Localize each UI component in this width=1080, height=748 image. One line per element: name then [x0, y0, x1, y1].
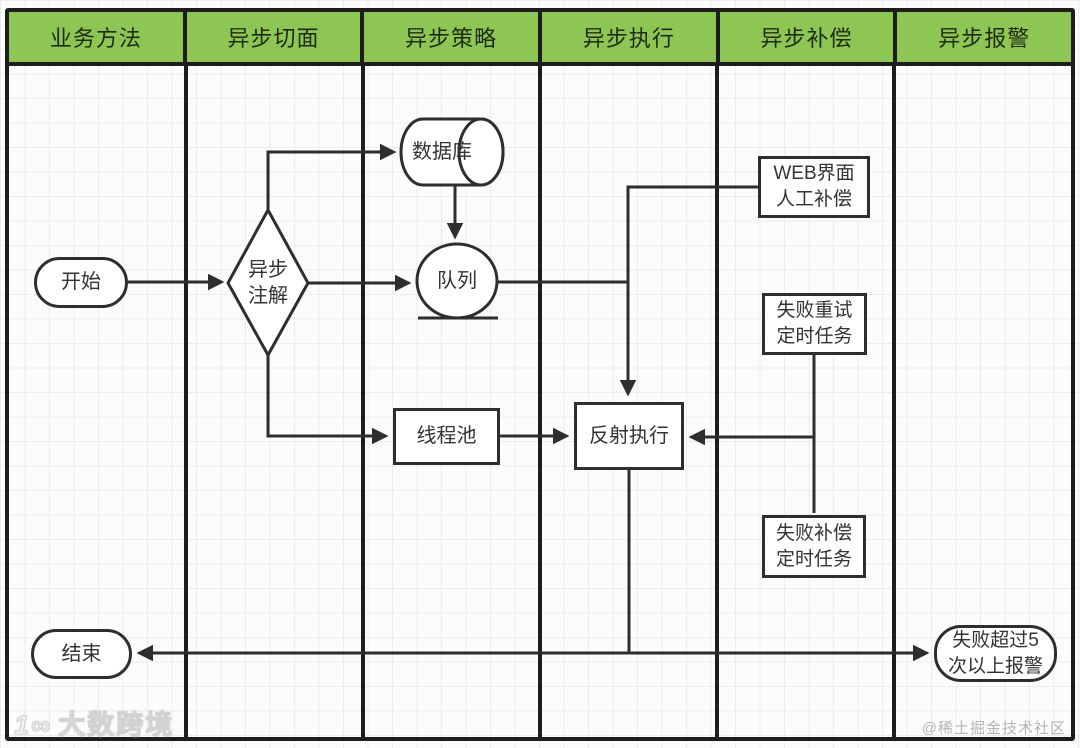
compensate-task-node: 失败补偿 定时任务	[762, 515, 866, 578]
lane-divider-4	[715, 62, 719, 737]
retry-line1: 失败重试	[776, 300, 853, 322]
end-label: 结束	[61, 642, 102, 665]
alert-line1: 失败超过5	[952, 629, 1039, 651]
database-text: 数据库	[412, 141, 472, 163]
threadpool-node: 线程池	[393, 408, 500, 465]
web-comp-line2: 人工补偿	[775, 189, 852, 210]
start-node: 开始	[34, 257, 128, 308]
watermark-bottom-right: @稀土掘金技术社区	[922, 717, 1066, 738]
database-cylinder-cap	[457, 117, 505, 187]
watermark-left-text: 大数跨境	[58, 710, 175, 741]
lane-header-async-strategy: 异步策略	[364, 12, 543, 62]
web-manual-compensate-node: WEB界面 人工补偿	[758, 156, 870, 218]
watermark-bottom-left: 1∞大数跨境	[13, 703, 175, 742]
threadpool-label: 线程池	[416, 425, 477, 447]
connector-annotation-to-database	[266, 143, 397, 210]
lane-divider-3	[538, 62, 542, 737]
annotation-label: 异步 注解	[228, 252, 308, 314]
retry-line2: 定时任务	[776, 326, 853, 347]
comp-line2: 定时任务	[775, 548, 852, 570]
lane-divider-2	[361, 62, 365, 737]
start-label: 开始	[61, 271, 101, 293]
lane-header-async-alarm: 异步报警	[897, 12, 1072, 62]
queue-label: 队列	[417, 267, 497, 295]
annotation-line1: 异步	[248, 259, 288, 281]
lane-divider-1	[184, 62, 188, 737]
lane-header-async-aspect: 异步切面	[186, 12, 365, 62]
end-node: 结束	[31, 629, 132, 679]
lane-header-row: 业务方法 异步切面 异步策略 异步执行 异步补偿 异步报警	[9, 12, 1072, 66]
watermark-right-text: @稀土掘金技术社区	[921, 720, 1066, 737]
lane-header-async-compensate: 异步补偿	[719, 12, 898, 62]
alert-node: 失败超过5 次以上报警	[934, 625, 1057, 682]
annotation-diamond-shape	[226, 206, 310, 359]
lane-header-async-execute: 异步执行	[542, 12, 720, 62]
retry-task-node: 失败重试 定时任务	[762, 293, 867, 355]
swimlane-frame: 业务方法 异步切面 异步策略 异步执行 异步补偿 异步报警	[5, 8, 1075, 741]
connector-annotation-to-threadpool	[266, 355, 389, 445]
annotation-line2: 注解	[248, 285, 288, 307]
connector-webcomp-to-reflect	[619, 185, 758, 397]
lane-header-business-method: 业务方法	[9, 12, 187, 62]
watermark-logo-icon: 1∞	[13, 710, 53, 741]
alert-line2: 次以上报警	[947, 655, 1043, 677]
queue-text: 队列	[437, 270, 477, 292]
web-comp-line1: WEB界面	[773, 163, 855, 185]
reflect-execute-node: 反射执行	[574, 402, 684, 470]
lane-divider-5	[892, 62, 896, 737]
comp-line1: 失败补偿	[775, 522, 852, 544]
database-label: 数据库	[403, 138, 481, 166]
reflect-execute-label: 反射执行	[589, 424, 669, 447]
